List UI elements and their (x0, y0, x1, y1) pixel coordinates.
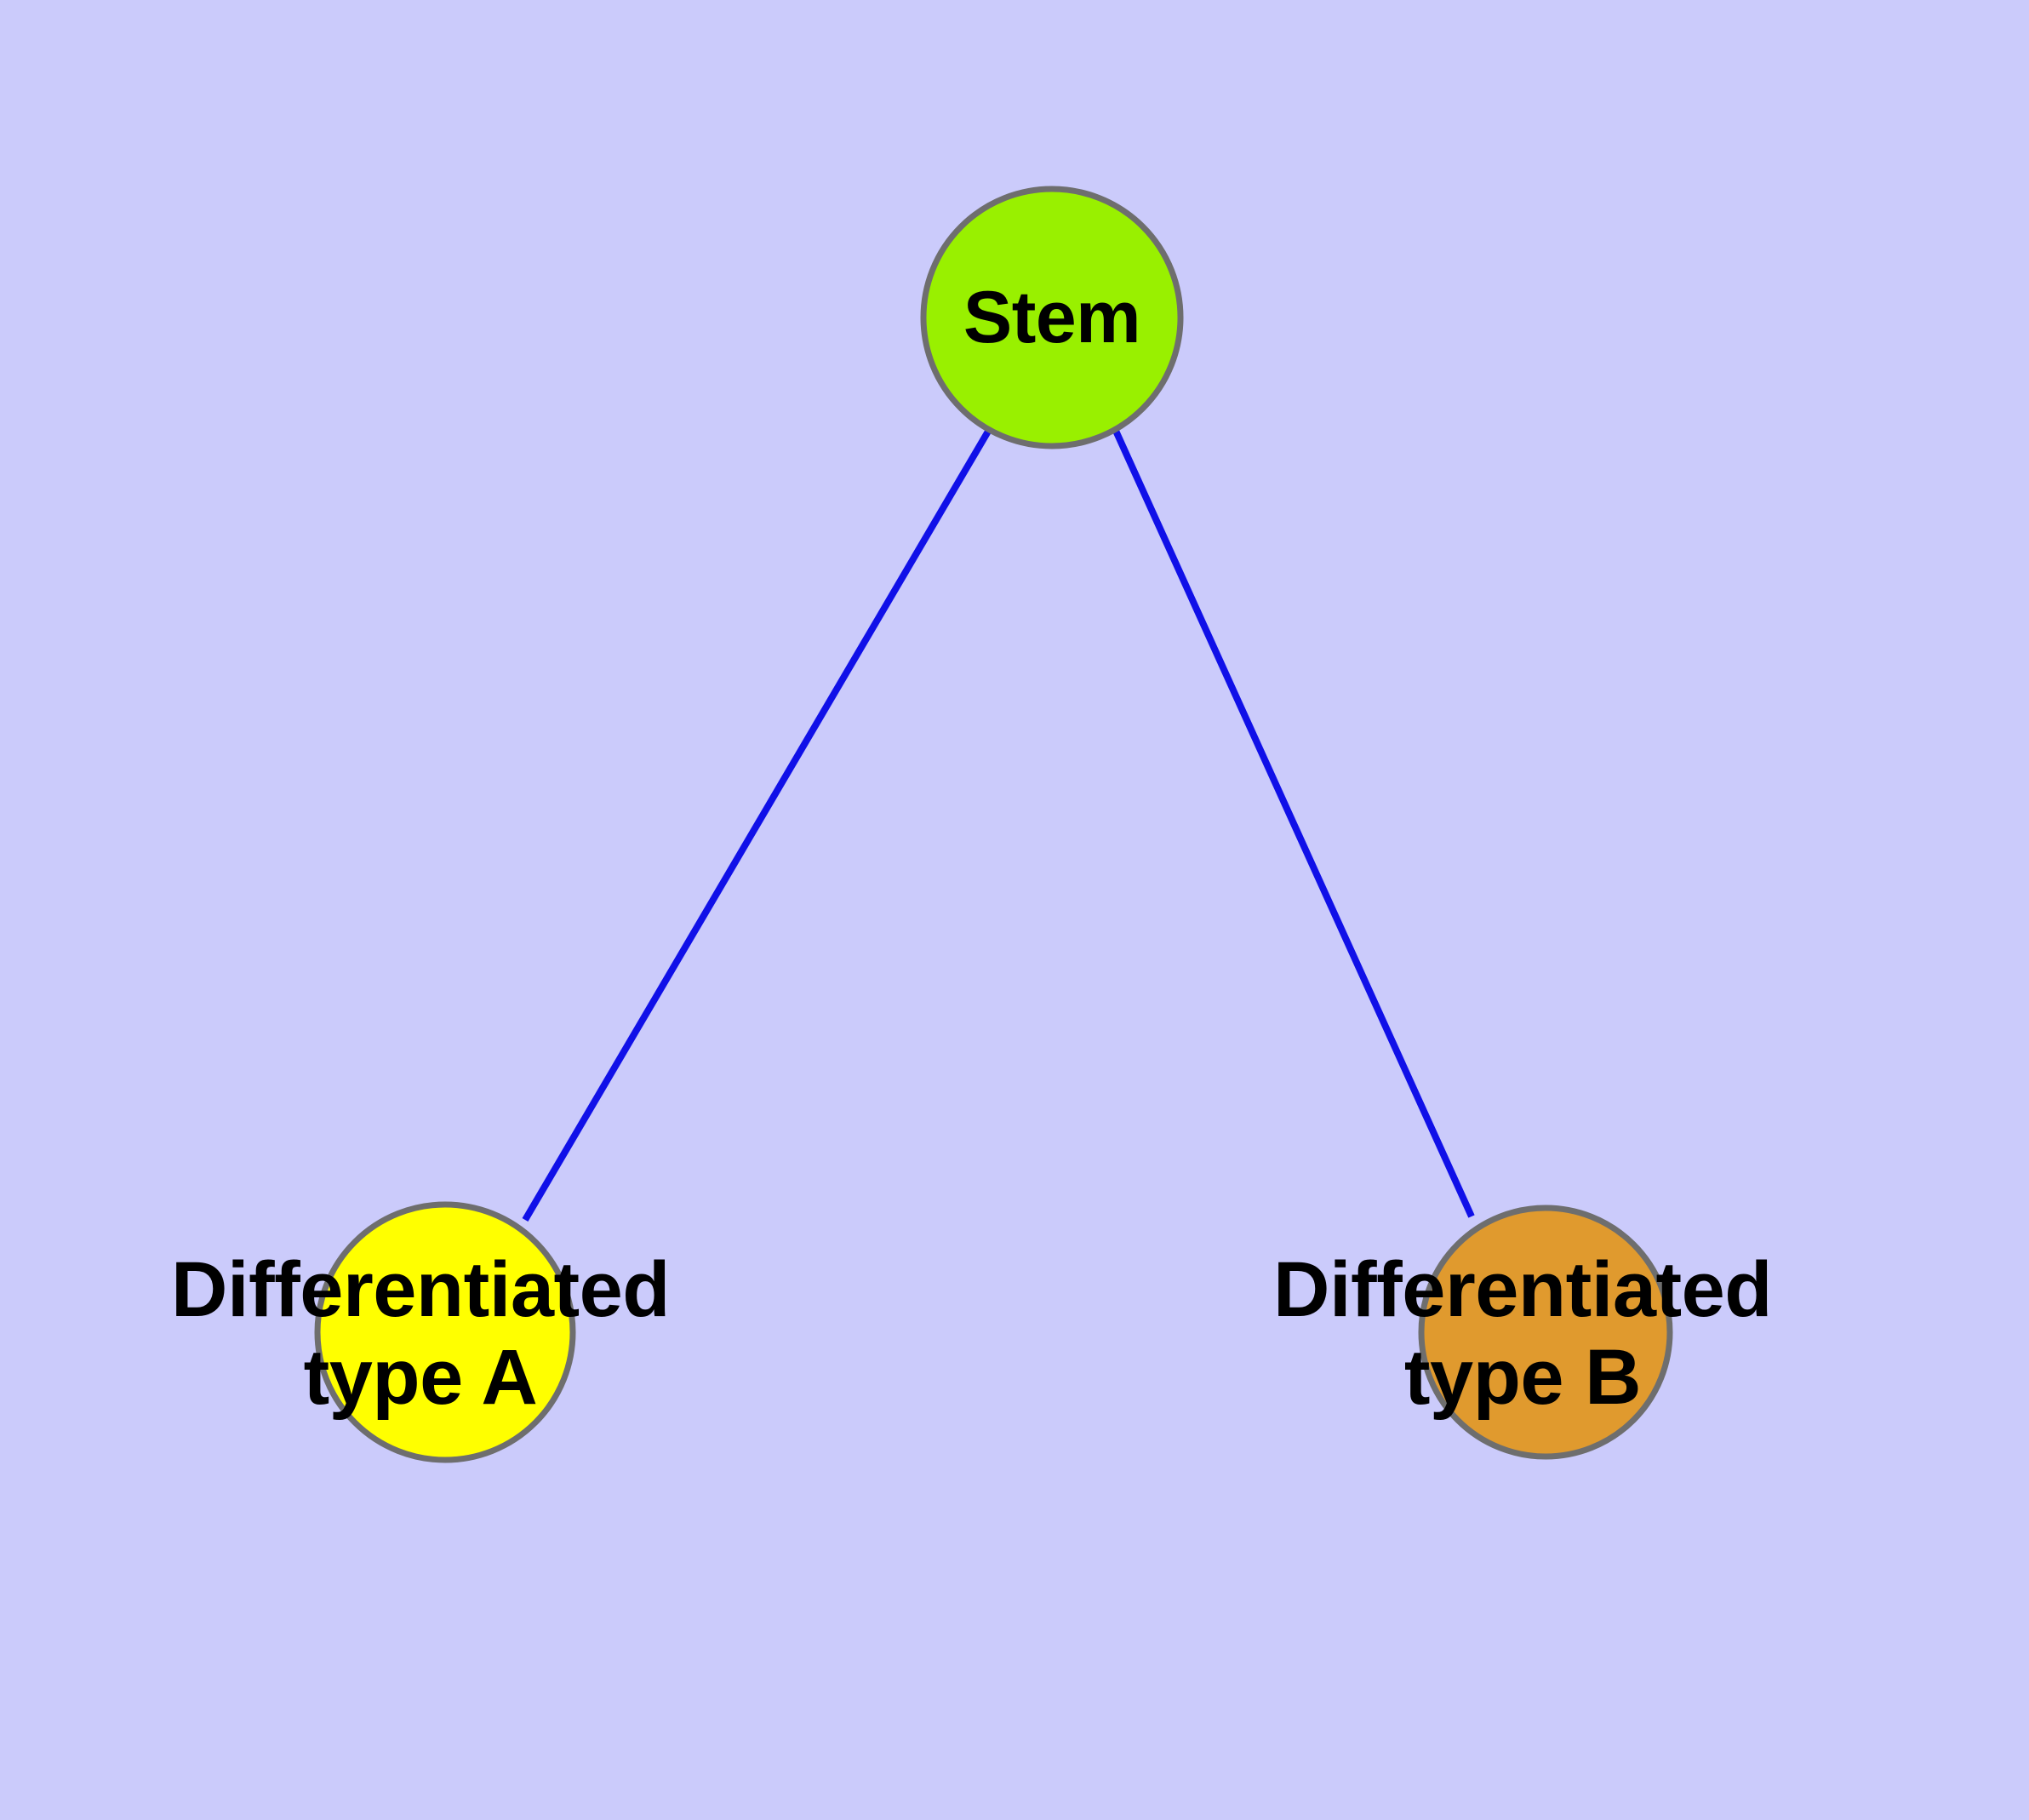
edge-stem-to-diff-b[interactable] (1112, 429, 1475, 1218)
edge-stem-to-diff-a[interactable] (522, 427, 992, 1222)
node-diff-a[interactable] (314, 1201, 576, 1463)
node-stem[interactable] (920, 186, 1184, 449)
node-layer (314, 186, 1673, 1463)
edge-layer (522, 427, 1475, 1222)
node-diff-b[interactable] (1418, 1205, 1673, 1460)
